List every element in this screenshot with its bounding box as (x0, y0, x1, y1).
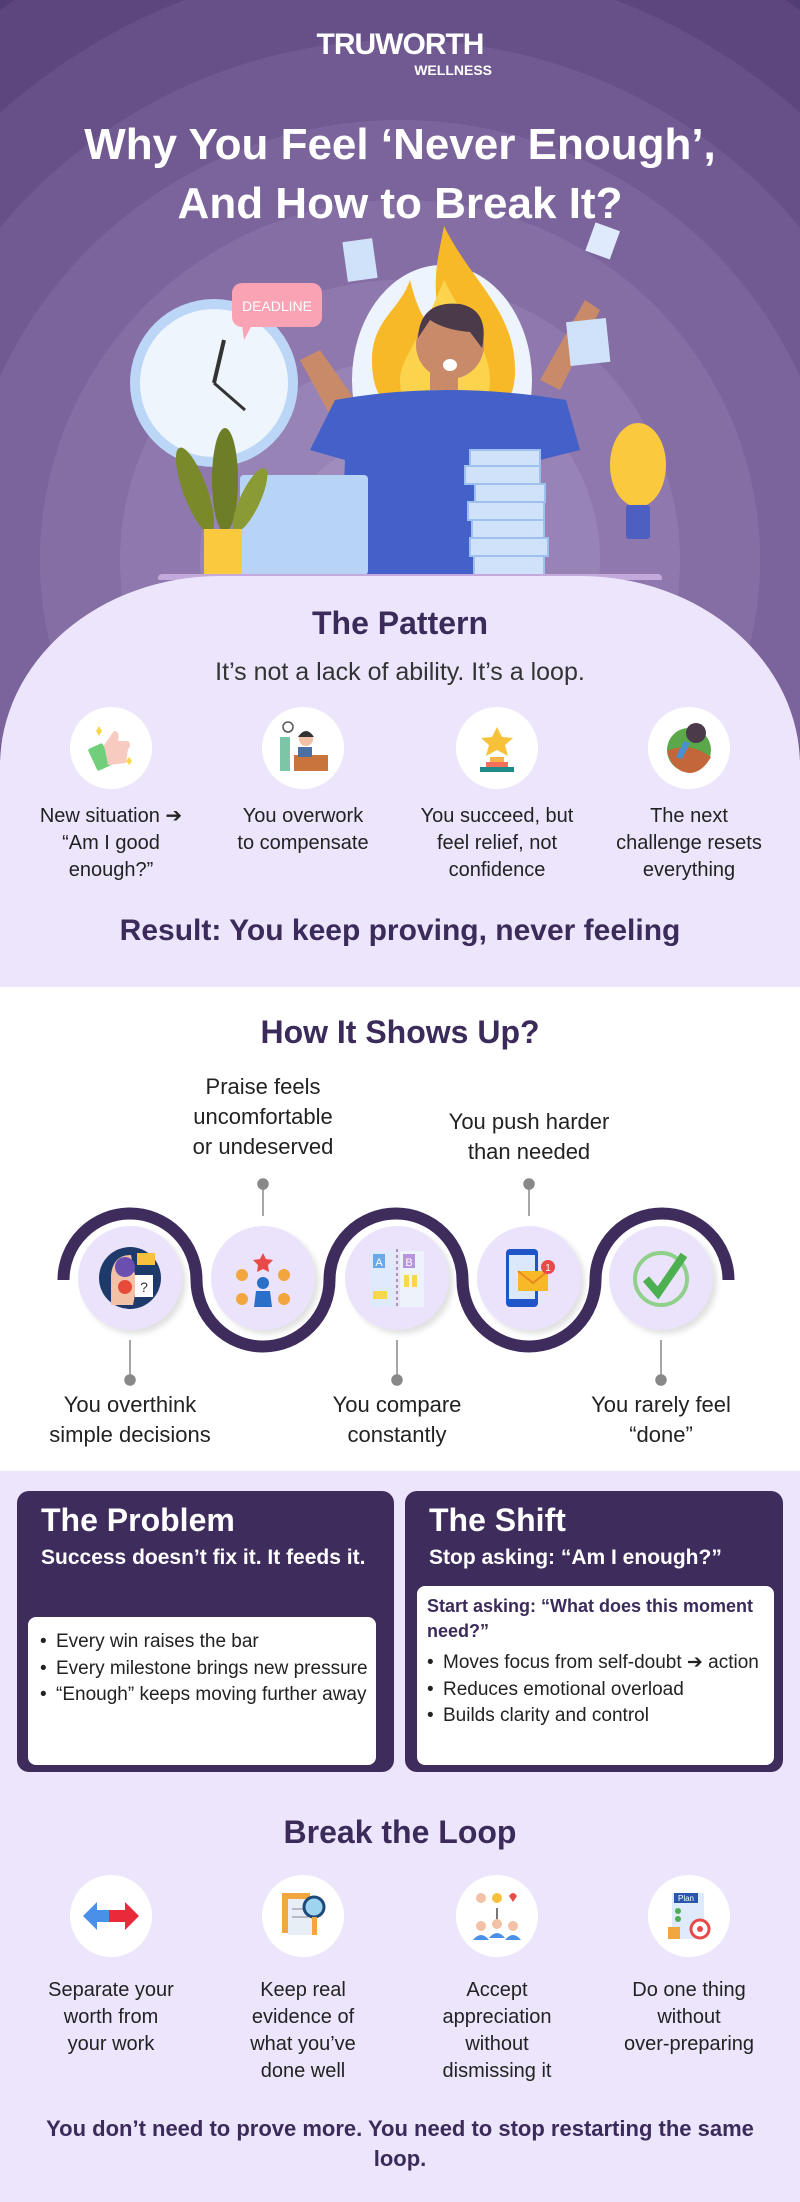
laptop-icon (240, 475, 368, 575)
break-loop-item-4: Do one thing without over-preparing (623, 1979, 755, 2055)
footer-message: You don’t need to prove more. You need t… (46, 2116, 754, 2171)
connector-dot (391, 1374, 403, 1386)
brand-logo: TRUWORTH WELLNESS (300, 28, 500, 78)
problem-list-box: Every win raises the bar Every milestone… (28, 1617, 376, 1765)
connector-dot (655, 1374, 667, 1386)
svg-text:1: 1 (545, 1263, 551, 1274)
break-loop-heading: Break the Loop (283, 1814, 517, 1850)
flying-paper (342, 238, 378, 282)
pattern-result: Result: You keep proving, never feeling (119, 914, 681, 947)
phone-notification-icon: 1 (477, 1226, 581, 1330)
paper-stack-icon (464, 449, 549, 576)
shows-up-item-2-label: Praise feels uncomfortable or undeserved (192, 1074, 334, 1159)
problem-subtitle: Success doesn’t fix it. It feeds it. (41, 1546, 366, 1569)
pattern-step-4: The next challenge resets everything (616, 805, 762, 881)
problem-bullet: “Enough” keeps moving further away (34, 1682, 370, 1709)
trophy-star-icon (456, 707, 538, 789)
svg-text:?: ? (140, 1279, 148, 1295)
pattern-step-1: New situation ➔ “Am I good enough?” (39, 805, 183, 881)
pattern-subheading: It’s not a lack of ability. It’s a loop. (215, 658, 585, 686)
shift-bullet: Builds clarity and control (421, 1703, 764, 1730)
page-title-line2: And How to Break It? (177, 179, 623, 228)
pattern-heading: The Pattern (311, 605, 489, 641)
problem-card: The Problem Success doesn’t fix it. It f… (17, 1491, 394, 1772)
pattern-step-2: You overwork to compensate (237, 805, 369, 854)
overworked-person-icon (262, 707, 344, 789)
connector-dot (523, 1178, 535, 1190)
wave-timeline (57, 1178, 735, 1386)
thumbs-up-icon (70, 707, 152, 789)
break-loop-item-2: Keep real evidence of what you’ve done w… (250, 1979, 356, 2082)
svg-text:A: A (375, 1257, 383, 1269)
wave-line (57, 1207, 735, 1353)
shows-up-item-4-label: You push harder than needed (448, 1109, 610, 1164)
shows-up-item-3-label: You compare constantly (332, 1392, 462, 1447)
break-loop-item-3: Accept appreciation without dismissing i… (442, 1979, 552, 2082)
connector-dot (124, 1374, 136, 1386)
evidence-magnifier-icon (262, 1875, 344, 1957)
stressed-worker-illustration: DEADLINE (130, 222, 666, 580)
shows-up-item-5-label: You rarely feel “done” (591, 1392, 731, 1447)
shows-up-heading: How It Shows Up? (260, 1014, 540, 1050)
svg-text:DEADLINE: DEADLINE (242, 298, 312, 314)
pattern-step-3: You succeed, but feel relief, not confid… (420, 805, 574, 881)
break-loop-item-1: Separate your worth from your work (48, 1979, 174, 2055)
svg-text:B: B (405, 1257, 412, 1269)
connector-dot (257, 1178, 269, 1190)
plant-icon (175, 428, 268, 575)
problem-bullet: Every milestone brings new pressure (34, 1656, 370, 1683)
lightbulb-icon (610, 423, 666, 539)
shift-title: The Shift (429, 1502, 566, 1538)
page-title-line1: Why You Feel ‘Never Enough’, (84, 120, 716, 169)
shows-up-item-1-label: You overthink simple decisions (49, 1392, 211, 1447)
svg-text:Plan: Plan (678, 1894, 694, 1903)
boulder-push-icon (648, 707, 730, 789)
shift-subtitle: Stop asking: “Am I enough?” (429, 1546, 722, 1569)
shift-bullet: Reduces emotional overload (421, 1677, 764, 1704)
appreciation-icon (456, 1875, 538, 1957)
shift-bullet: Moves focus from self-doubt ➔ action (421, 1650, 764, 1677)
shift-list-box: Start asking: “What does this moment nee… (417, 1586, 774, 1765)
overthinking-head-icon: ? (78, 1226, 182, 1330)
checkmark-icon (609, 1226, 713, 1330)
problem-bullet: Every win raises the bar (34, 1629, 370, 1656)
shift-card: The Shift Stop asking: “Am I enough?” St… (405, 1491, 783, 1772)
shift-start-asking: Start asking: “What does this moment nee… (427, 1596, 754, 1641)
brand-sub: WELLNESS (414, 62, 492, 78)
praise-icon (211, 1226, 315, 1330)
problem-title: The Problem (41, 1502, 235, 1538)
clock-icon (130, 299, 298, 467)
deadline-bubble: DEADLINE (232, 283, 322, 340)
brand-name: TRUWORTH (316, 28, 485, 61)
plan-icon: Plan (648, 1875, 730, 1957)
arrows-icon (70, 1875, 152, 1957)
